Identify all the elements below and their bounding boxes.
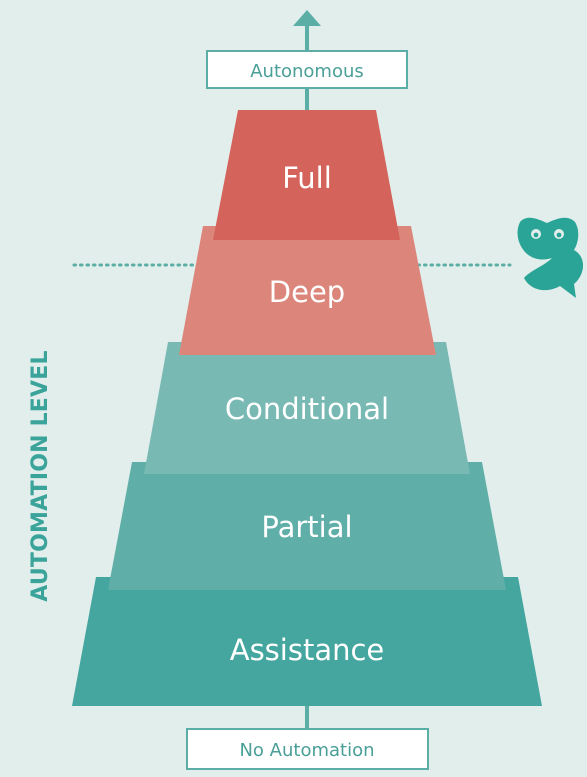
tier-partial bbox=[108, 462, 506, 590]
tier-label-conditional: Conditional bbox=[225, 392, 389, 426]
tier-label-partial: Partial bbox=[261, 510, 352, 544]
tier-conditional bbox=[144, 342, 470, 474]
tier-full bbox=[213, 110, 400, 240]
automation-level-axis-label: AUTOMATION LEVEL bbox=[28, 350, 53, 602]
axis-arrow-up-icon bbox=[293, 10, 321, 26]
no-automation-label: No Automation bbox=[239, 740, 374, 761]
tier-label-full: Full bbox=[282, 161, 332, 195]
autonomous-label: Autonomous bbox=[250, 61, 364, 82]
tier-label-deep: Deep bbox=[269, 275, 345, 309]
tier-deep bbox=[179, 226, 436, 355]
no-automation-box bbox=[186, 728, 429, 770]
tier-assistance bbox=[72, 577, 542, 706]
autonomous-box bbox=[206, 50, 408, 89]
tier-label-assistance: Assistance bbox=[230, 633, 385, 667]
owl-icon bbox=[517, 217, 584, 298]
